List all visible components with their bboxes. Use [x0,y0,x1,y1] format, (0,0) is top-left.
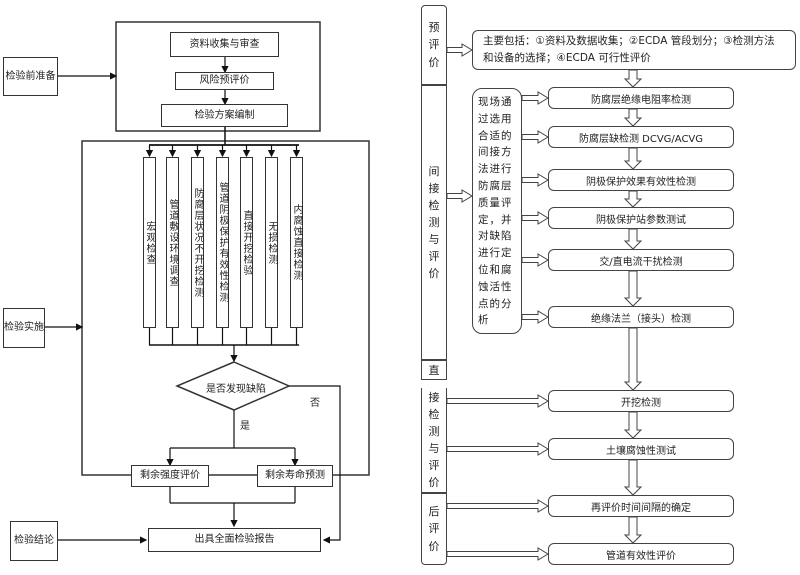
prep-step-data-review: 资料收集与审查 [170,32,279,57]
hollow-arrow-down [623,459,643,496]
stage-conclusion: 检验结论 [10,521,58,561]
direct-step-label: 开挖检测 [621,397,661,409]
inspection-item-label: 直接开挖检验 [241,209,252,276]
pre-assessment-summary: 主要包括：①资料及数据收集；②ECDA 管段划分；③检测方法和设备的选择；④EC… [472,30,796,70]
hollow-arrow-right [446,43,473,57]
indirect-step-label: 阴极保护效果有效性检测 [586,176,696,188]
post-step-label: 管道有效性评价 [606,550,676,562]
prep-step-label: 检验方案编制 [194,109,255,121]
hollow-arrow-down [623,108,643,127]
stage-implement: 检验实施 [3,308,45,348]
indirect-step-label: 绝缘法兰（接头）检测 [591,313,691,325]
inspection-item-label: 无损检测 [266,220,277,265]
eval-label: 剩余寿命预测 [265,470,325,481]
hollow-arrow-down [623,270,643,307]
stage-indirect: 间接检测与评价 [421,85,447,360]
stage-direct-top-label: 直 [428,364,440,377]
decision-label: 是否发现缺陷 [206,384,266,395]
hollow-arrow-right [521,91,549,105]
direct-step-label: 土壤腐蚀性测试 [606,445,676,457]
indirect-step-label: 阴极保护站参数测试 [596,214,686,226]
stage-pre-assessment: 预评价 [421,5,447,85]
direct-step: 土壤腐蚀性测试 [548,438,734,460]
inspection-item: 防腐层状况不开挖检测 [191,157,204,328]
indirect-step: 防腐层缺检测 DCVG/ACVG [548,126,734,148]
hollow-arrow-right [446,394,549,408]
eval-label: 剩余强度评价 [140,470,200,481]
inspection-item-label: 管道阴极保护有效性检测 [217,182,228,303]
inspection-item-label: 内腐蚀直接检测 [291,204,302,281]
inspection-item: 无损检测 [265,157,278,328]
hollow-arrow-down [623,190,643,208]
post-step-label: 再评价时间间隔的确定 [591,502,691,514]
hollow-arrow-right [521,310,549,324]
indirect-step: 绝缘法兰（接头）检测 [548,306,734,328]
prep-step-label: 资料收集与审查 [189,38,260,50]
hollow-arrow-right [446,442,549,456]
inspection-item-label: 宏观检查 [144,220,155,265]
stage-prep-label: 检验前准备 [5,70,56,82]
inspection-item: 直接开挖检验 [240,157,253,328]
stage-post: 后评价 [421,493,447,565]
hollow-arrow-down [623,228,643,250]
hollow-arrow-right [446,499,549,513]
stage-implement-label: 检验实施 [4,322,44,333]
decision-yes-label: 是 [240,421,250,432]
inspection-item-label: 防腐层状况不开挖检测 [192,187,203,298]
stage-pre-assessment-label: 预评价 [428,21,440,69]
hollow-arrow-right [521,173,549,187]
indirect-step-label: 防腐层绝缘电阻率检测 [591,94,691,106]
stage-direct-top: 直 [421,360,447,380]
inspection-item: 内腐蚀直接检测 [290,157,303,328]
hollow-arrow-right [446,547,549,561]
stage-post-label: 后评价 [428,505,440,553]
report-label: 出具全面检验报告 [194,534,275,545]
post-step: 管道有效性评价 [548,543,734,565]
indirect-step: 防腐层绝缘电阻率检测 [548,87,734,109]
indirect-method-note-text: 现场通过选用合适的间接方法进行防腐层质量评定，并对缺陷进行定位和腐蚀活性点的分析 [478,96,513,327]
stage-direct-label: 接检测与评价 [428,390,440,490]
indirect-step-label: 交/直电流干扰检测 [599,256,683,268]
inspection-item: 管道敷设环境调查 [166,157,179,328]
direct-step: 开挖检测 [548,390,734,412]
hollow-arrow-down [623,411,643,439]
post-step: 再评价时间间隔的确定 [548,495,734,517]
indirect-step: 交/直电流干扰检测 [548,249,734,271]
remaining-life-prediction: 剩余寿命预测 [257,465,333,487]
hollow-arrow-down [623,147,643,170]
final-report: 出具全面检验报告 [148,528,321,552]
hollow-arrow-right [521,130,549,144]
indirect-step: 阴极保护站参数测试 [548,207,734,229]
inspection-item: 宏观检查 [143,157,156,328]
hollow-arrow-down [623,69,643,88]
prep-step-plan: 检验方案编制 [161,104,288,127]
prep-step-label: 风险预评价 [199,75,250,86]
indirect-step-label: 防腐层缺检测 DCVG/ACVG [578,133,704,145]
hollow-arrow-right [521,211,549,225]
stage-indirect-label: 间接检测与评价 [428,164,440,281]
stage-conclusion-label: 检验结论 [14,535,54,546]
prep-step-risk-assessment: 风险预评价 [175,72,274,90]
indirect-step: 阴极保护效果有效性检测 [548,169,734,191]
hollow-arrow-down [623,327,643,391]
stage-prep: 检验前准备 [3,57,58,96]
inspection-item-label: 管道敷设环境调查 [167,198,178,287]
stage-direct: 接检测与评价 [421,388,447,493]
decision-no-label: 否 [310,398,320,409]
indirect-method-note: 现场通过选用合适的间接方法进行防腐层质量评定，并对缺陷进行定位和腐蚀活性点的分析 [472,88,522,334]
hollow-arrow-down [623,516,643,544]
pre-assessment-summary-text: 主要包括：①资料及数据收集；②ECDA 管段划分；③检测方法和设备的选择；④EC… [483,35,775,64]
hollow-arrow-right [446,189,473,203]
inspection-item: 管道阴极保护有效性检测 [216,157,229,328]
residual-strength-eval: 剩余强度评价 [131,465,209,487]
hollow-arrow-right [521,253,549,267]
